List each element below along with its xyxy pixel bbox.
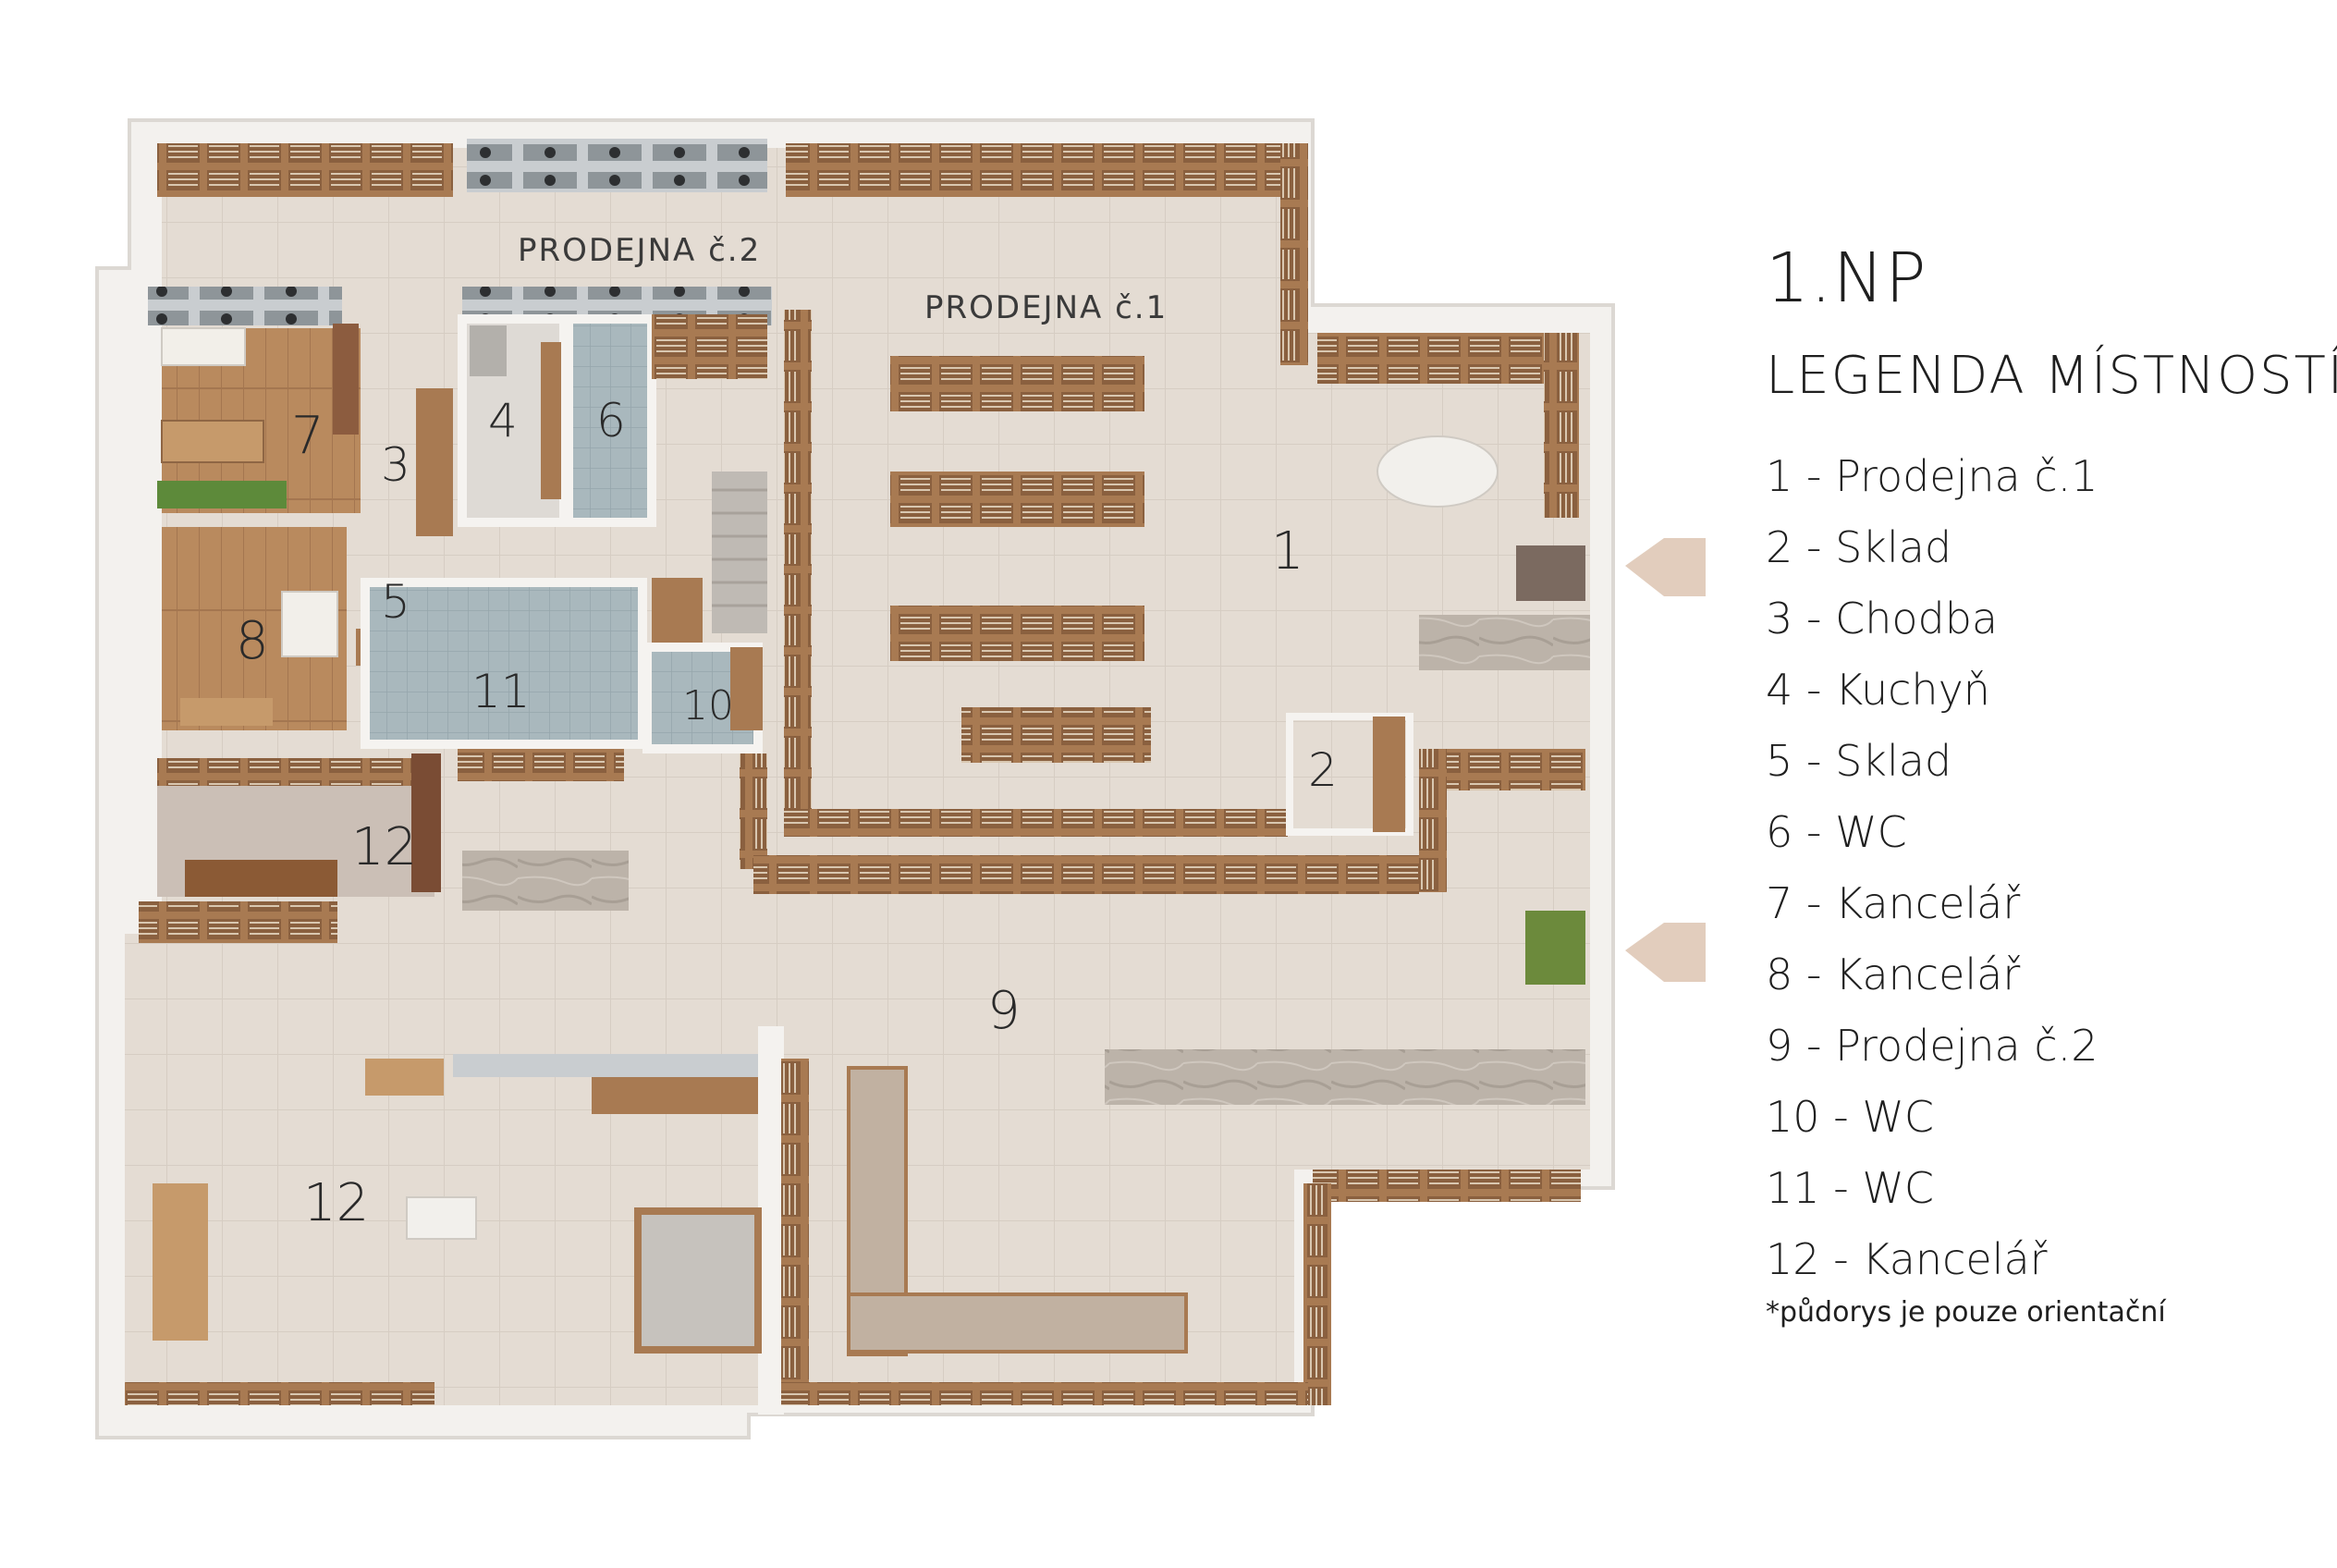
floor-title: 1.NP [1766, 239, 1927, 318]
stair-steps [712, 488, 767, 607]
room-number-5: 5 [381, 575, 410, 629]
divider-shelf-vertical [1419, 749, 1447, 892]
shelf-right-lower [1313, 1170, 1581, 1202]
room-7-plants [157, 481, 287, 508]
legend-item: 6 - WC [1766, 807, 1907, 857]
shelf-vertical-mid [740, 753, 767, 869]
room-7-wall [333, 324, 359, 435]
bench-showroom-9 [592, 1077, 763, 1114]
room-number-11: 11 [471, 665, 531, 718]
legend-title: LEGENDA MÍSTNOSTÍ: [1766, 346, 2337, 406]
shelf-bottom-showroom-9 [781, 1382, 1308, 1405]
room-8-table [281, 591, 338, 657]
shelf-top-left [157, 143, 453, 197]
shelf-right-lower-vertical [1303, 1183, 1331, 1405]
room-number-9: 9 [987, 981, 1021, 1041]
legend-item: 10 - WC [1766, 1092, 1934, 1142]
room-number-3: 3 [381, 438, 410, 492]
stairs [712, 472, 767, 633]
room-number-2: 2 [1308, 743, 1338, 797]
label-prodejna-2: PRODEJNA č.2 [518, 232, 761, 269]
room-11-shelf [652, 578, 703, 643]
entrance-mat-2 [1525, 911, 1585, 985]
room-7-desk [161, 420, 264, 463]
room-number-1: 1 [1271, 521, 1304, 582]
shelf-above-counter [458, 749, 624, 781]
room-12-lounge-chairs [153, 1183, 208, 1341]
legend-item: 7 - Kancelář [1766, 878, 2021, 928]
legend-item: 3 - Chodba [1766, 594, 1999, 643]
counter-showroom-1 [1419, 615, 1590, 670]
divider-shelf [753, 855, 1419, 894]
room-10-cabinet [730, 647, 763, 730]
shelf-right-upper [1317, 333, 1576, 384]
shelf-right-side [1544, 333, 1579, 518]
shelf-bottom-room-12 [125, 1382, 434, 1405]
display-island-2 [890, 472, 1144, 527]
rack-top-middle [467, 139, 767, 192]
room-12-stand [406, 1196, 477, 1240]
showcase-horizontal [847, 1292, 1188, 1354]
counter-showroom-9 [1105, 1049, 1585, 1105]
label-prodejna-1: PRODEJNA č.1 [924, 289, 1168, 326]
legend-item: 1 - Prodejna č.1 [1766, 451, 2098, 501]
shelf-partition [781, 1059, 809, 1401]
legend-item: 2 - Sklad [1766, 522, 1952, 572]
showroom-1-left-wall [784, 310, 812, 837]
room-7-cabinet [161, 327, 246, 366]
display-island-1 [890, 356, 1144, 411]
legend-item: 9 - Prodejna č.2 [1766, 1021, 2098, 1071]
shelf-right-mid [1447, 749, 1585, 790]
legend-item: 11 - WC [1766, 1163, 1934, 1213]
room-number-12-small: 12 [351, 817, 417, 877]
room-2-wall [1373, 717, 1405, 832]
shelf-right-vertical [1280, 143, 1308, 365]
shelf-near-6 [652, 314, 767, 379]
display-island-4 [961, 707, 1151, 763]
room-11-floor [361, 578, 647, 749]
shelf-below-12 [139, 901, 337, 943]
entrance-arrow-upper [1625, 538, 1706, 596]
room-3-shelves [416, 388, 453, 536]
lounge-table [1377, 435, 1499, 508]
lift-shaft [634, 1207, 762, 1354]
display-island-3 [890, 606, 1144, 661]
rack-back-left [148, 287, 342, 325]
legend-item: 4 - Kuchyň [1766, 665, 1990, 715]
room-12-small-sofa [185, 860, 337, 897]
room-number-6: 6 [596, 394, 626, 447]
legend-item: 8 - Kancelář [1766, 949, 2021, 999]
shelf-top-right [786, 143, 1285, 197]
room-6-floor [564, 314, 656, 527]
room-4-cabinet [541, 342, 561, 499]
entrance-arrow-lower [1625, 923, 1706, 982]
room-number-8: 8 [236, 611, 269, 671]
partition-wall-9-12 [758, 1026, 784, 1415]
room-12-small-wall [157, 758, 434, 786]
table-showroom-9 [365, 1059, 444, 1096]
room-number-12-large: 12 [303, 1173, 369, 1233]
reception-counter-left [462, 851, 629, 911]
room-8-desk [180, 698, 273, 726]
room-12-small-cabinet [411, 753, 441, 892]
legend-item: 5 - Sklad [1766, 736, 1952, 786]
rack-showroom-9 [453, 1054, 767, 1077]
footnote: *půdorys je pouze orientační [1766, 1296, 2166, 1329]
room-number-4: 4 [488, 394, 518, 447]
room-number-7: 7 [291, 406, 324, 466]
entrance-mat-1 [1516, 545, 1585, 601]
room-4-counter [470, 325, 507, 376]
showroom-1-bottom-wall [784, 809, 1288, 837]
legend-item: 12 - Kancelář [1766, 1234, 2048, 1284]
room-number-10: 10 [682, 682, 734, 729]
